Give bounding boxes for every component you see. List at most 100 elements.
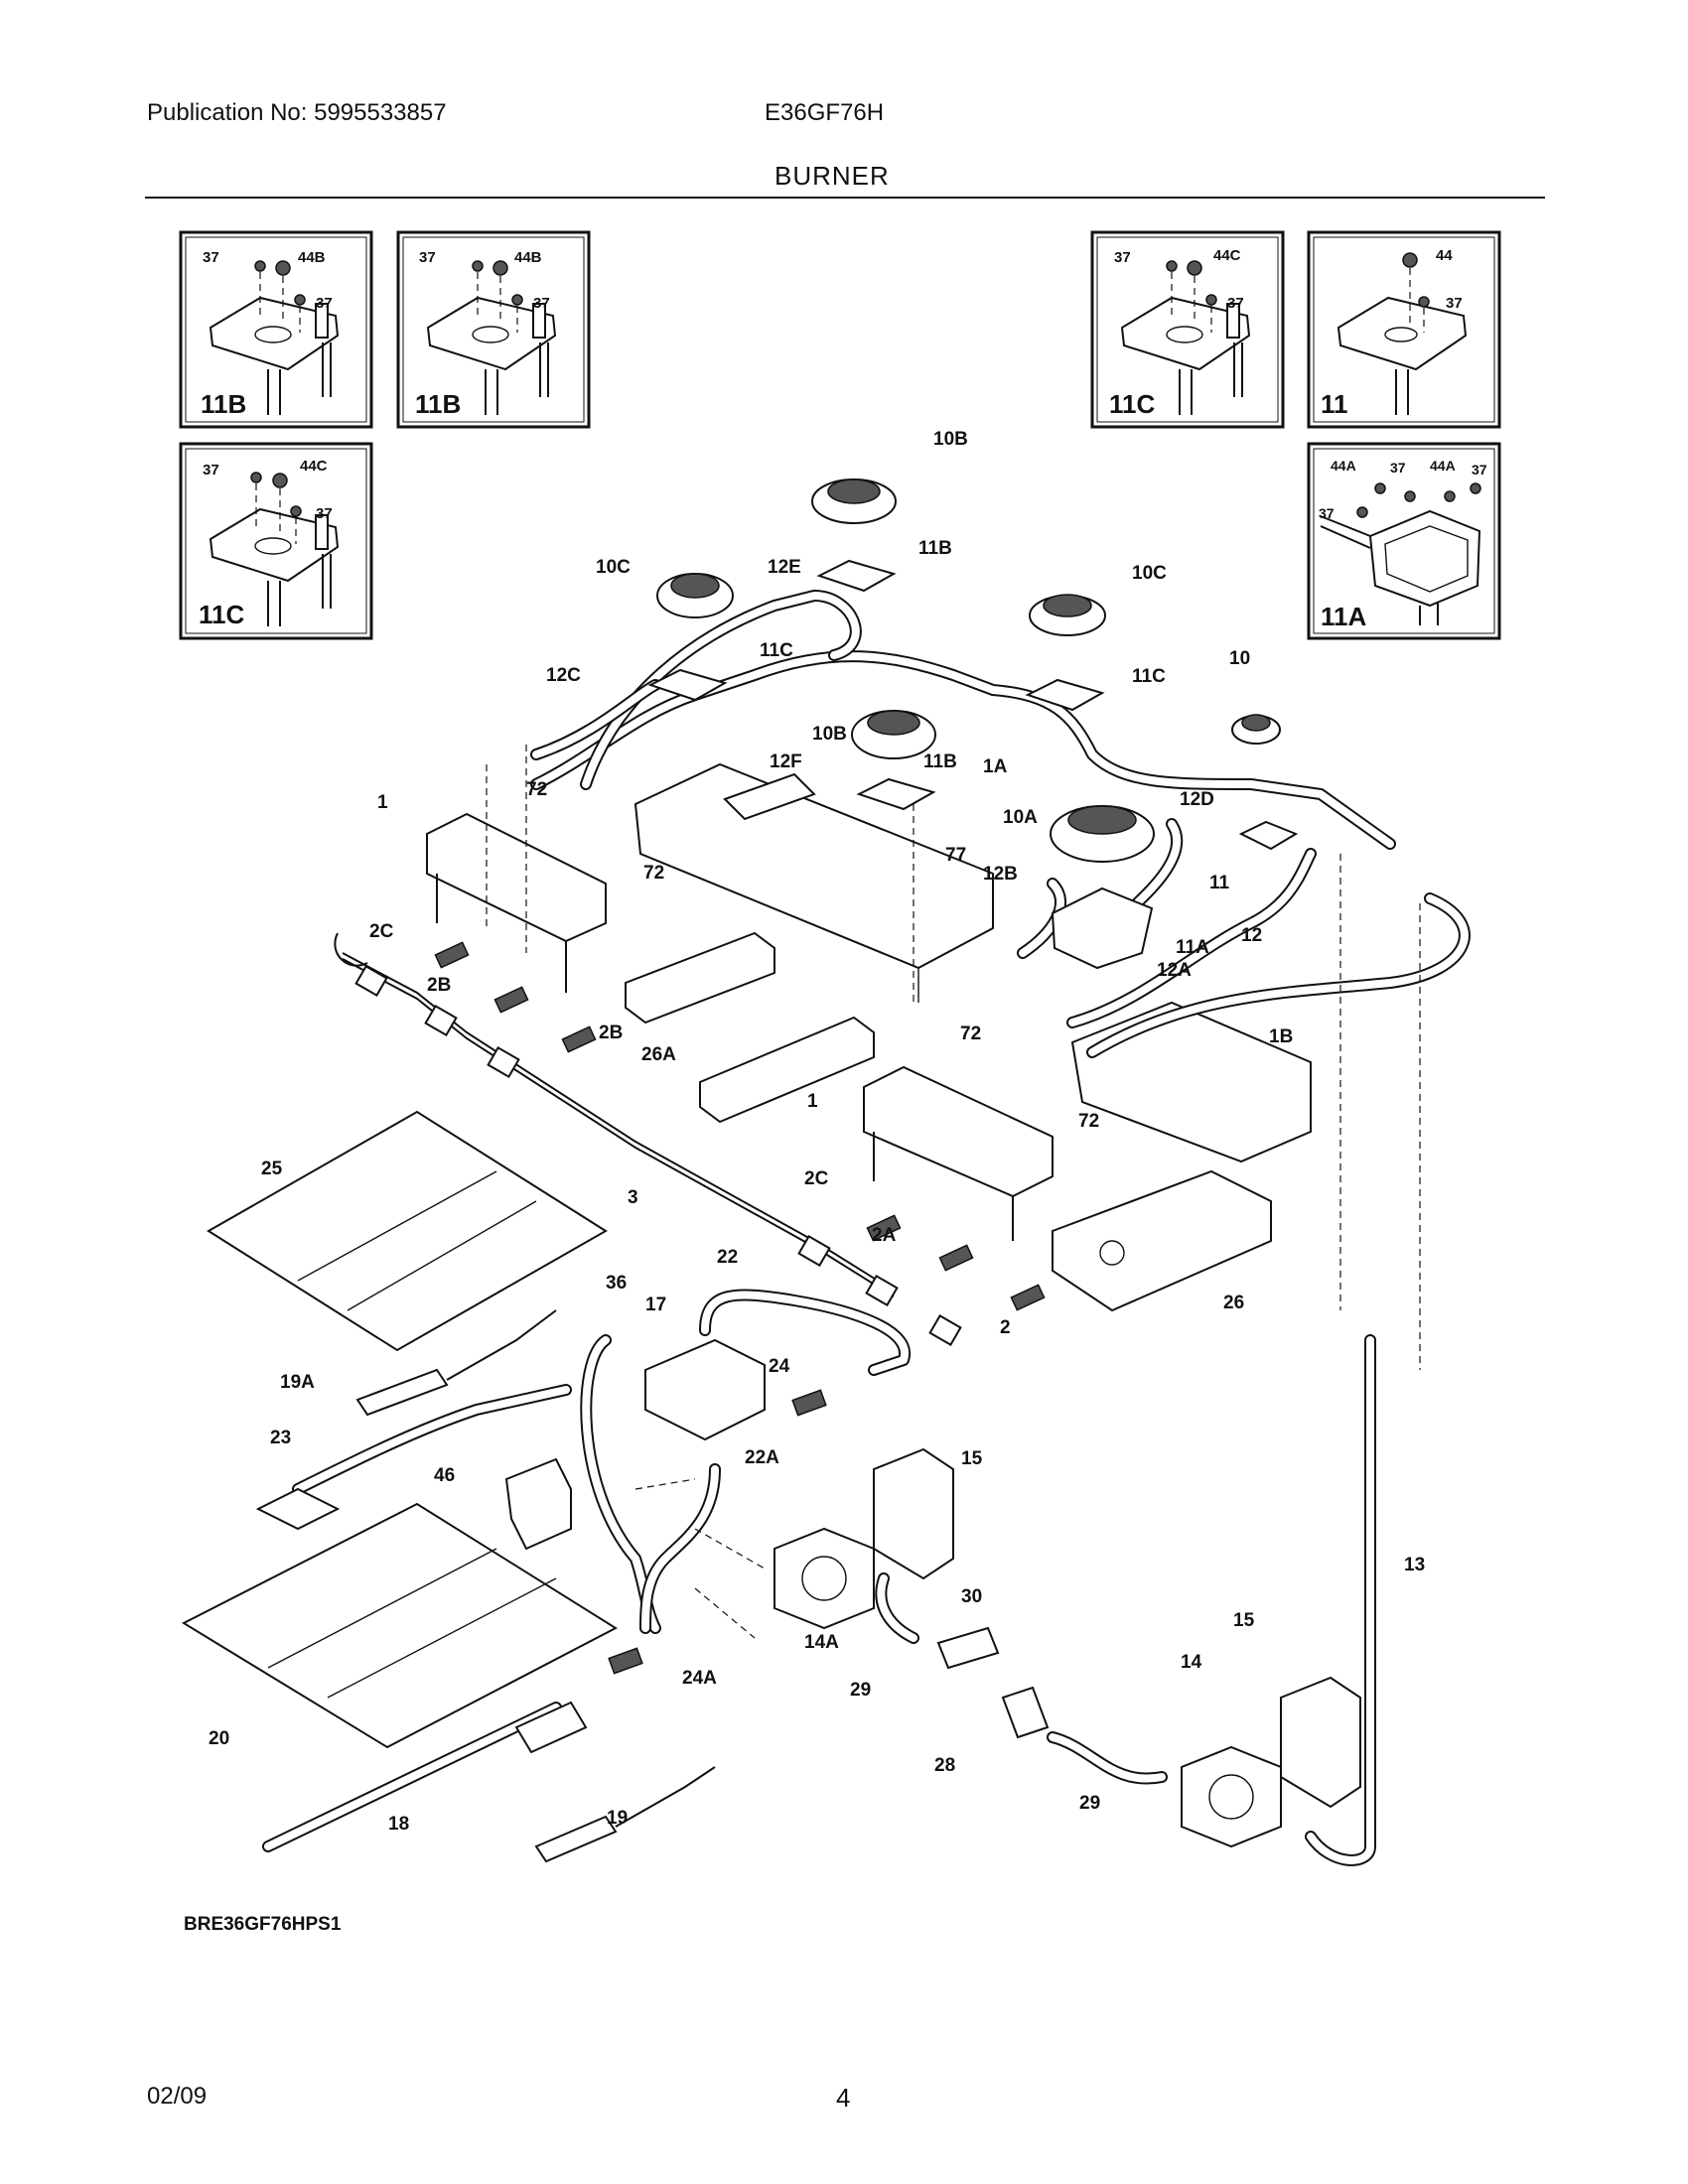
callout-10: 10 xyxy=(1229,648,1250,669)
callout: 44A xyxy=(1430,458,1456,474)
oven-components xyxy=(181,1110,1361,1863)
burner-bases xyxy=(647,559,1299,970)
burner-chassis xyxy=(633,762,1312,1312)
callout: 37 xyxy=(533,295,550,312)
callout: 37 xyxy=(203,462,219,478)
dashed-leaders xyxy=(486,745,1421,1639)
callout-2: 2 xyxy=(1000,1317,1011,1338)
callout: 37 xyxy=(419,249,436,266)
header-rule xyxy=(145,197,1545,199)
callout-26: 26 xyxy=(1223,1293,1244,1313)
callout-1-2: 1 xyxy=(807,1091,818,1112)
publication-number: Publication No: 5995533857 xyxy=(147,99,447,126)
callout: 37 xyxy=(1472,462,1487,478)
callout-19a: 19A xyxy=(280,1372,315,1393)
callout-28: 28 xyxy=(934,1755,955,1776)
inset-label: 11A xyxy=(1321,602,1366,631)
inset-11c-1: 11C 37 44C 37 xyxy=(1090,230,1285,429)
model-number: E36GF76H xyxy=(765,99,885,126)
callout-11b: 11B xyxy=(918,538,952,559)
callout-12: 12 xyxy=(1241,925,1262,946)
callout-1b: 1B xyxy=(1269,1026,1293,1047)
callout-23: 23 xyxy=(270,1428,291,1448)
callout-72-3: 72 xyxy=(960,1024,981,1044)
callout-14: 14 xyxy=(1181,1652,1202,1673)
callout-15-2: 15 xyxy=(1233,1610,1255,1631)
callout-12d: 12D xyxy=(1180,789,1214,810)
callout: 37 xyxy=(316,295,333,312)
inset-11b-1: 11B 37 44B 37 xyxy=(179,230,373,429)
gas-tubing xyxy=(530,590,1471,1866)
callout-12c: 12C xyxy=(546,665,581,686)
page-number: 4 xyxy=(836,2083,851,2113)
callout-26a: 26A xyxy=(641,1044,676,1065)
callout: 37 xyxy=(316,505,333,522)
inset-11b-2: 11B 37 44B 37 xyxy=(396,230,591,429)
callout: 37 xyxy=(1446,295,1463,312)
callout: 44 xyxy=(1436,247,1453,264)
footer-date: 02/09 xyxy=(147,2083,208,2110)
callout-1a: 1A xyxy=(983,756,1008,777)
callout-18: 18 xyxy=(388,1814,409,1835)
callout: 44C xyxy=(1213,247,1241,264)
callout-14a: 14A xyxy=(804,1632,839,1653)
callout-3: 3 xyxy=(628,1187,638,1208)
igniter-harness xyxy=(334,932,962,1347)
callout-11: 11 xyxy=(1209,873,1230,893)
callout: 44A xyxy=(1331,458,1356,474)
callout-77: 77 xyxy=(945,845,966,866)
callout: 37 xyxy=(1227,295,1244,312)
callout-29: 29 xyxy=(850,1680,871,1701)
callout: 44C xyxy=(300,458,328,475)
callout-10c-2: 10C xyxy=(1132,563,1167,584)
inset-label: 11B xyxy=(201,389,246,419)
burner-heads xyxy=(656,478,1281,863)
callout-10b: 10B xyxy=(933,429,968,450)
callout-72-2: 72 xyxy=(643,863,664,884)
callout-2b: 2B xyxy=(427,975,451,996)
callout-11b-2: 11B xyxy=(923,751,957,772)
callout-11c-2: 11C xyxy=(1132,666,1166,687)
callout-11a: 11A xyxy=(1176,937,1209,958)
callout-30: 30 xyxy=(961,1586,982,1607)
callout-25: 25 xyxy=(261,1159,283,1179)
callout-13: 13 xyxy=(1404,1555,1425,1575)
callout-20: 20 xyxy=(209,1728,229,1749)
callout-24a: 24A xyxy=(682,1668,717,1689)
callout-2b-2: 2B xyxy=(599,1023,623,1043)
callout-10b-2: 10B xyxy=(812,724,847,745)
callout-2a: 2A xyxy=(872,1225,897,1246)
valve-manifolds xyxy=(426,812,1054,1311)
callout-17: 17 xyxy=(645,1295,666,1315)
callout-10a: 10A xyxy=(1003,807,1038,828)
inset-label: 11 xyxy=(1321,389,1348,419)
callout-15: 15 xyxy=(961,1448,983,1469)
callout-11c: 11C xyxy=(760,640,793,661)
callout-10c: 10C xyxy=(596,557,631,578)
callout: 37 xyxy=(1319,505,1335,521)
callout: 44B xyxy=(298,249,326,266)
callout-29-2: 29 xyxy=(1079,1793,1100,1814)
callout-22a: 22A xyxy=(745,1447,779,1468)
section-title: BURNER xyxy=(774,161,890,191)
callout-72-4: 72 xyxy=(1078,1111,1099,1132)
callout: 37 xyxy=(1114,249,1131,266)
inset-11c-2: 11C 37 44C 37 xyxy=(179,442,373,640)
inset-label: 11C xyxy=(1109,389,1155,419)
callout-36: 36 xyxy=(606,1273,627,1294)
callout-labels: 10B 11B 12E 10C 11C 12C 10C 11C 10 1A 10… xyxy=(209,429,1425,1835)
callout-2c-2: 2C xyxy=(804,1168,829,1189)
inset-label: 11B xyxy=(415,389,461,419)
callout-12b: 12B xyxy=(983,864,1018,885)
callout-24: 24 xyxy=(769,1356,790,1377)
callout-72: 72 xyxy=(526,779,547,800)
callout: 37 xyxy=(1390,460,1406,476)
inset-11: 11 44 37 xyxy=(1307,230,1501,429)
callout-19: 19 xyxy=(607,1808,628,1829)
callout-12e: 12E xyxy=(768,557,801,578)
callout-12a: 12A xyxy=(1157,960,1192,981)
callout: 44B xyxy=(514,249,542,266)
inset-label: 11C xyxy=(199,600,244,629)
callout-46: 46 xyxy=(434,1465,455,1486)
